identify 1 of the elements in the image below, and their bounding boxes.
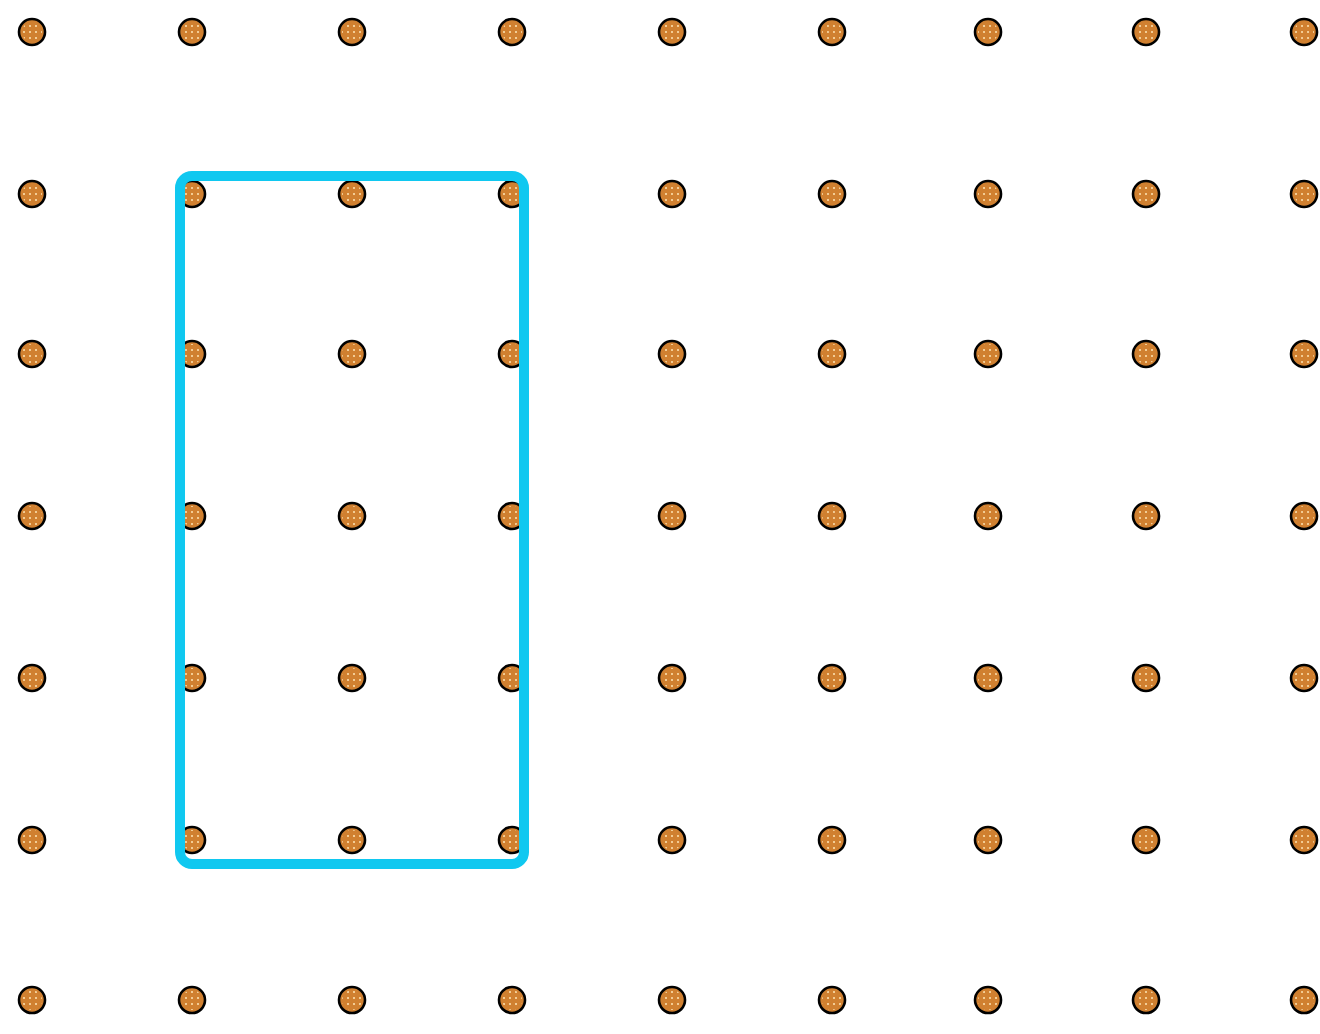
rubber-band-rectangle: [175, 171, 529, 869]
